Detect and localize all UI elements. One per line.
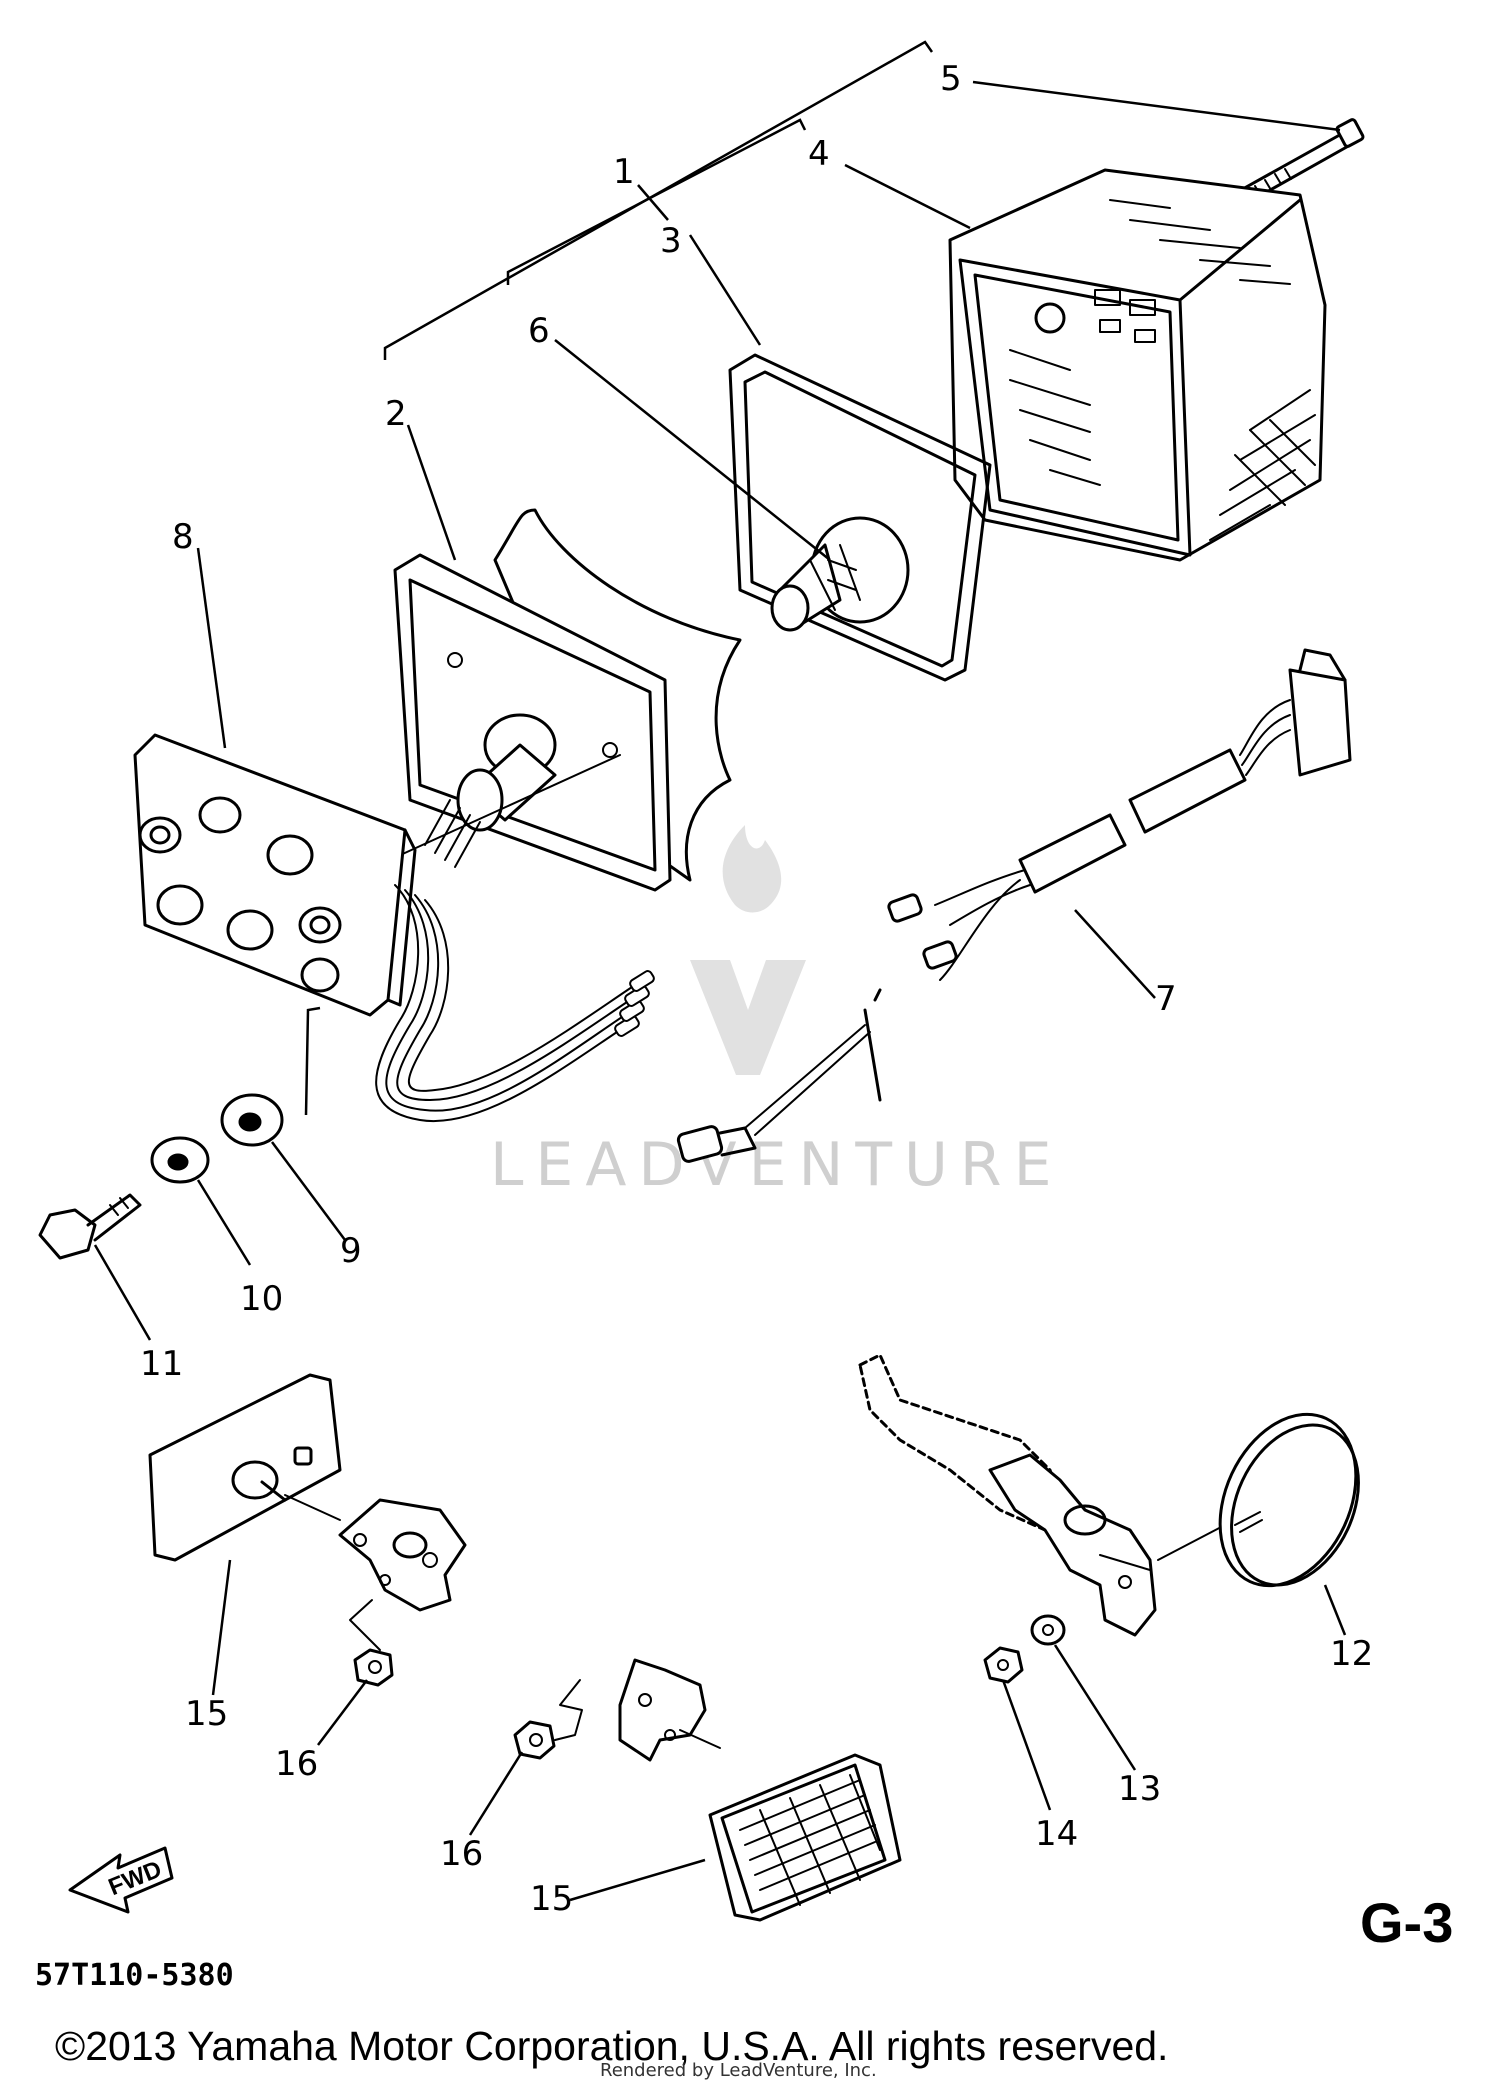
nut-part-16-center (513, 1679, 583, 1760)
callout-5: 5 (940, 59, 962, 99)
callout-9: 9 (340, 1231, 362, 1271)
callout-10: 10 (240, 1279, 283, 1319)
copyright-notice: ©2013 Yamaha Motor Corporation, U.S.A. A… (55, 2023, 1168, 2069)
callout-3: 3 (660, 221, 682, 261)
rendered-by-note: Rendered by LeadVenture, Inc. (600, 2060, 877, 2081)
callout-7: 7 (1155, 979, 1177, 1019)
section-label: G-3 (1360, 1891, 1453, 1954)
callout-2: 2 (385, 394, 407, 434)
callout-12: 12 (1330, 1634, 1373, 1674)
washer-part-13 (1030, 1614, 1066, 1646)
callout-4: 4 (808, 134, 830, 174)
callout-15-left: 15 (185, 1694, 228, 1734)
callout-13: 13 (1118, 1769, 1161, 1809)
nut-part-14 (983, 1646, 1024, 1684)
grommet-part-9 (220, 1093, 284, 1147)
callout-16-left: 16 (275, 1744, 318, 1784)
watermark-text: LEADVENTURE (490, 1130, 1064, 1200)
leader-lines (93, 80, 1347, 1902)
callout-8: 8 (172, 517, 194, 557)
fwd-arrow-icon: FWD (68, 1846, 174, 1914)
bracket-left (284, 1494, 467, 1612)
callout-14: 14 (1035, 1814, 1078, 1854)
bracket-center (618, 1658, 721, 1762)
plate-part-8 (133, 733, 417, 1017)
nut-part-16-left (349, 1599, 394, 1687)
reflector-part-15-left (148, 1373, 342, 1562)
v-mark-icon (690, 960, 806, 1075)
harness-part-7 (676, 648, 1352, 1163)
leadventure-watermark: LEADVENTURE (490, 825, 1064, 1200)
reflector-part-12 (1218, 1412, 1360, 1588)
callout-1: 1 (613, 152, 635, 192)
callout-labels: 1 2 3 4 5 6 7 8 9 10 11 12 13 14 15 15 1… (140, 59, 1373, 1919)
assembly-brackets (383, 40, 934, 360)
mount-bracket-right (858, 1353, 1226, 1637)
callout-16-center: 16 (440, 1834, 483, 1874)
bolt-part-11 (38, 1193, 142, 1260)
reflector-part-15-center (708, 1753, 902, 1922)
housing-part-2 (384, 508, 742, 892)
flame-icon (722, 825, 782, 913)
washer-part-10 (150, 1136, 210, 1184)
bulb-part-6 (770, 516, 910, 632)
callout-15-center: 15 (530, 1879, 573, 1919)
lens-part-4 (948, 168, 1327, 562)
gasket-part-3 (728, 353, 992, 682)
callout-11: 11 (140, 1344, 183, 1384)
wire-harness-short (375, 884, 655, 1123)
callout-6: 6 (528, 311, 550, 351)
drawing-number: 57T110-5380 (35, 1958, 234, 1993)
